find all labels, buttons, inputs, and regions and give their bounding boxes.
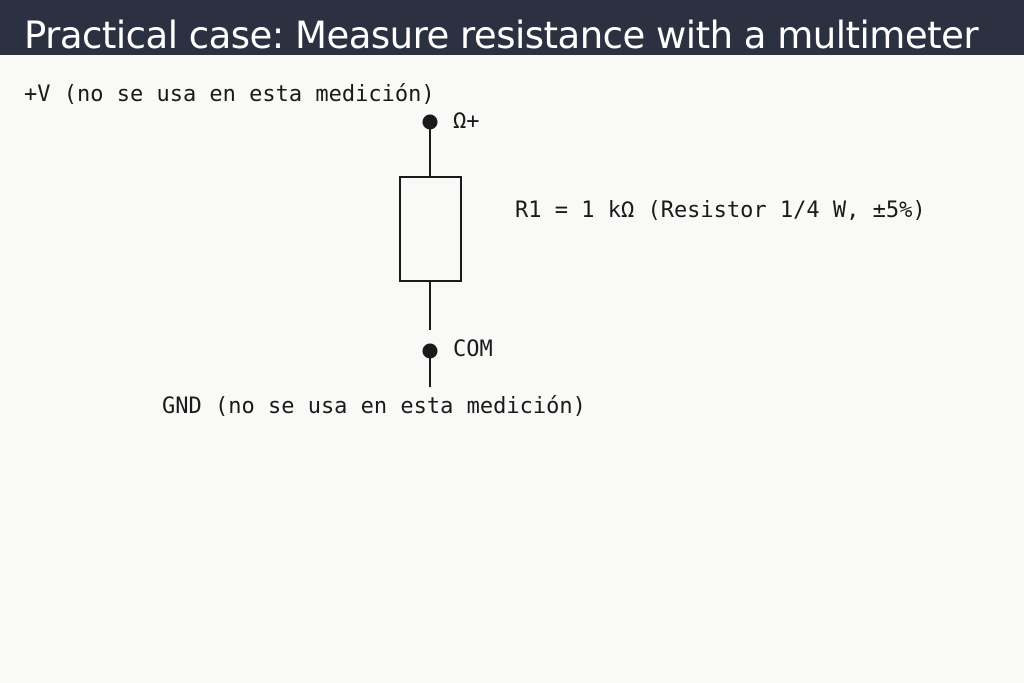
probe-common-label: COM	[453, 337, 493, 362]
probe-positive-label: Ω+	[453, 109, 480, 134]
page-title: Practical case: Measure resistance with …	[24, 14, 979, 55]
resistor-label: R1 = 1 kΩ (Resistor 1/4 W, ±5%)	[515, 198, 926, 223]
top-rail-label: +V (no se usa en esta medición)	[24, 82, 435, 107]
resistor-symbol	[399, 176, 462, 282]
bottom-rail-label: GND (no se usa en esta medición)	[162, 394, 586, 419]
header-bar: Practical case: Measure resistance with …	[0, 0, 1024, 55]
